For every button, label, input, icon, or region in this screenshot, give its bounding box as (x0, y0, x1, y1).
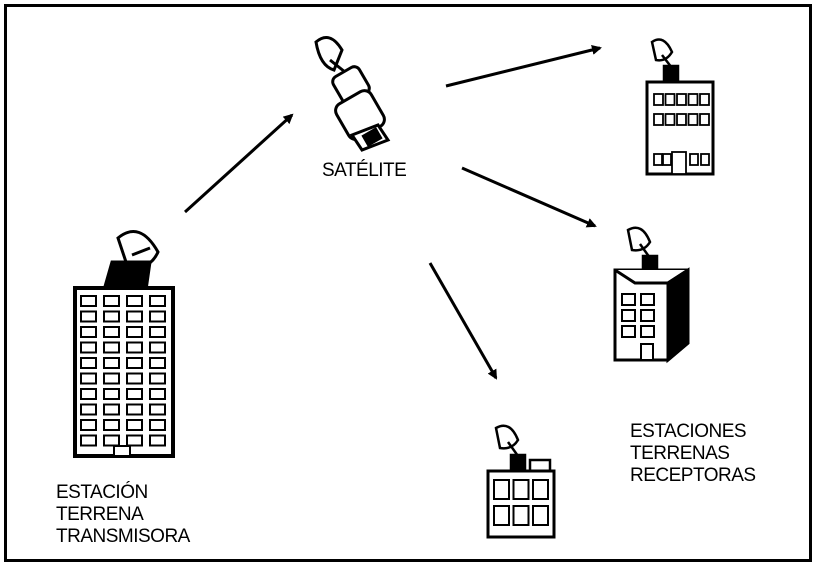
window (80, 295, 97, 307)
window (512, 505, 530, 526)
window (640, 325, 655, 338)
window (80, 403, 97, 416)
window (664, 93, 676, 106)
window (640, 293, 655, 306)
window (640, 309, 655, 322)
window (80, 326, 97, 338)
receiving-station-middle (613, 226, 690, 364)
window (699, 93, 710, 106)
window (676, 93, 687, 106)
window (662, 153, 672, 166)
window (699, 113, 710, 126)
window (687, 93, 699, 106)
receiving-station-top (645, 38, 715, 176)
transmitter-label-line1: ESTACIÓN (56, 482, 148, 503)
dish-antenna-icon (102, 230, 160, 292)
window (126, 372, 143, 385)
window (149, 357, 166, 369)
window (126, 357, 143, 369)
window (512, 479, 530, 500)
window (149, 310, 166, 323)
window (103, 357, 120, 369)
dish-antenna-icon (494, 424, 552, 474)
window (653, 113, 664, 126)
window (80, 310, 97, 323)
dish-antenna-icon (650, 38, 680, 84)
window (103, 372, 120, 385)
window (126, 419, 143, 431)
window (126, 326, 143, 338)
window (493, 505, 510, 526)
window (149, 419, 166, 431)
window (687, 113, 699, 126)
window (689, 153, 699, 166)
window (126, 434, 143, 447)
building-icon (613, 267, 690, 364)
window (103, 419, 120, 431)
window (126, 403, 143, 416)
dish-antenna-icon (626, 226, 659, 274)
receiving-station-bottom (486, 424, 556, 539)
window (653, 93, 664, 106)
window (149, 388, 166, 400)
window (103, 326, 120, 338)
window (149, 326, 166, 338)
window (126, 341, 143, 354)
window (149, 403, 166, 416)
uplink-arrow (183, 113, 294, 214)
receivers-label-line3: RECEPTORAS (630, 465, 756, 486)
building-icon (73, 286, 175, 458)
receivers-label-line2: TERRENAS (630, 443, 730, 464)
building-icon (645, 80, 715, 176)
downlink-arrow-top-right (445, 45, 602, 88)
window (149, 434, 166, 447)
window (126, 310, 143, 323)
window (676, 113, 687, 126)
window (700, 153, 710, 166)
window (103, 341, 120, 354)
window (621, 293, 636, 306)
window (621, 309, 636, 322)
transmitter-label-line3: TRANSMISORA (56, 526, 190, 547)
door (671, 151, 687, 175)
window (149, 295, 166, 307)
window (103, 403, 120, 416)
window (126, 295, 143, 307)
window (653, 153, 663, 166)
downlink-arrow-bottom (428, 262, 498, 380)
window (664, 113, 676, 126)
window (103, 434, 120, 447)
window (80, 357, 97, 369)
downlink-arrow-middle-right (461, 166, 597, 228)
window (103, 388, 120, 400)
satellite-icon (314, 36, 391, 152)
window (80, 372, 97, 385)
window (621, 325, 636, 338)
transmitter-label-line2: TERRENA (56, 504, 144, 525)
window (532, 505, 549, 526)
window (80, 341, 97, 354)
satellite-label: SATÉLITE (322, 160, 407, 181)
window (80, 434, 97, 447)
building-icon (486, 469, 556, 539)
window (493, 479, 510, 500)
window (103, 310, 120, 323)
transmitting-station (73, 230, 175, 458)
window (149, 341, 166, 354)
door (113, 445, 131, 457)
window (80, 419, 97, 431)
window (532, 479, 549, 500)
window (126, 388, 143, 400)
door (640, 343, 654, 361)
window (103, 295, 120, 307)
receivers-label-line1: ESTACIONES (630, 421, 747, 442)
window (149, 372, 166, 385)
window (80, 388, 97, 400)
